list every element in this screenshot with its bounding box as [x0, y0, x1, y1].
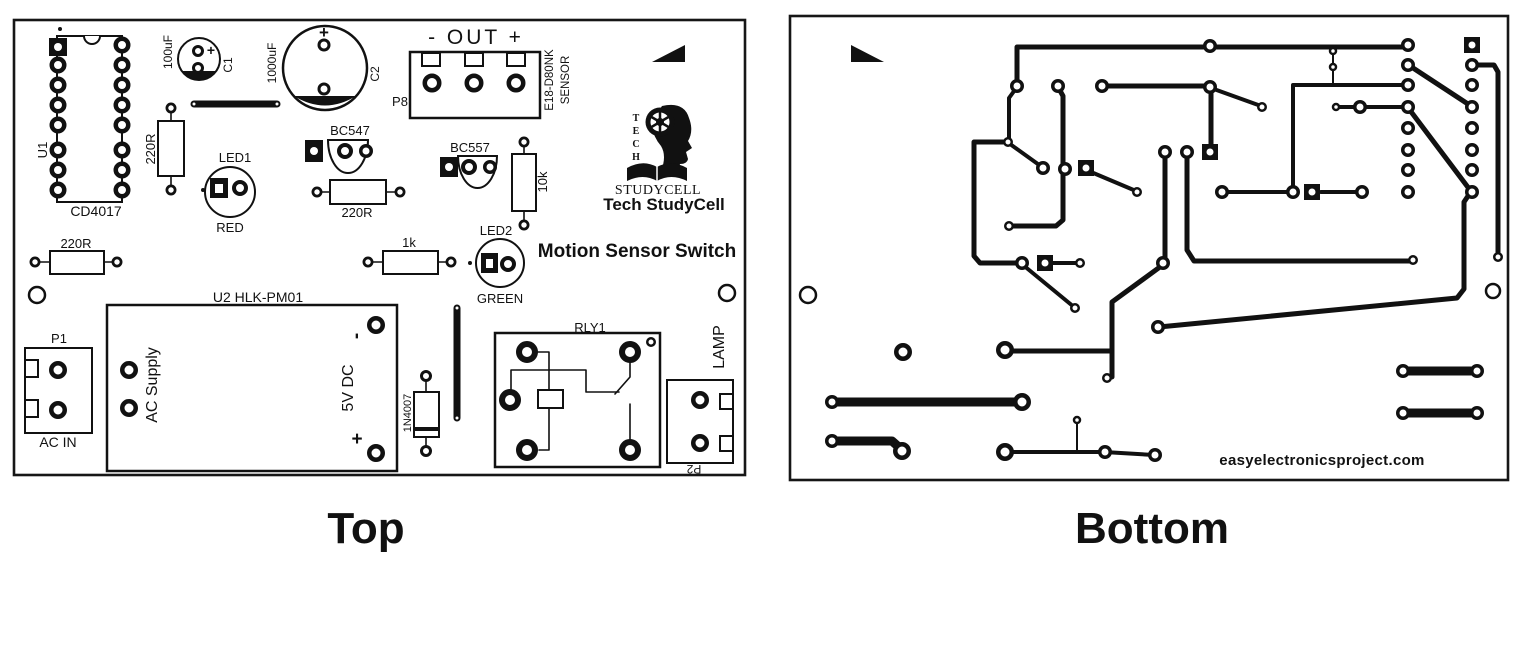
q2-part: BC557: [450, 140, 490, 155]
caption-top: Top: [327, 504, 404, 553]
transistor-bc547: BC547: [305, 123, 373, 174]
caption-bottom: Bottom: [1075, 504, 1229, 553]
diode-1n4007: 1N4007: [402, 370, 440, 457]
u2-input-label: AC Supply: [144, 347, 161, 423]
u2-minus-mark: -: [346, 333, 367, 339]
led1-color: RED: [216, 220, 243, 235]
logo-letter-e: E: [633, 126, 640, 137]
u1-part-label: CD4017: [70, 203, 122, 219]
led2-color: GREEN: [477, 291, 523, 306]
mount-hole-right: [717, 283, 737, 303]
logo-letter-h: H: [632, 152, 640, 163]
led1: LED1 RED: [201, 150, 256, 235]
u2-refdes: U2 HLK-PM01: [213, 289, 303, 305]
mount-hole-right: [1484, 282, 1502, 300]
c1-refdes: C1: [221, 57, 235, 73]
mount-hole-left: [27, 285, 47, 305]
bottom-board: easyelectronicsproject.com: [788, 14, 1510, 482]
led1-refdes: LED1: [219, 150, 252, 165]
capacitor-c1: + 100uF C1: [161, 35, 235, 81]
lamp-label: LAMP: [711, 325, 728, 369]
r220v-value: 220R: [143, 133, 158, 164]
p8-refdes: P8: [392, 94, 408, 109]
transistor-bc557: BC557: [440, 140, 499, 189]
top-board: U1 CD4017 + 100uF C1 + 1000uF C2: [12, 18, 747, 477]
p8-polarity-header: - OUT +: [428, 26, 524, 49]
resistor-220r-mid: 220R: [311, 179, 406, 220]
c1-value: 100uF: [161, 35, 175, 69]
solder-pads: [825, 37, 1503, 462]
logo-letter-t: T: [633, 113, 640, 124]
r220mid-value: 220R: [341, 205, 372, 220]
resistor-220r-vertical: 220R: [143, 102, 185, 196]
mount-hole-left: [798, 285, 818, 305]
square-pad: [1304, 184, 1320, 200]
c2-refdes: C2: [368, 66, 382, 82]
q1-part: BC547: [330, 123, 370, 138]
r220left-value: 220R: [60, 236, 91, 251]
led2-refdes: LED2: [480, 223, 513, 238]
square-pad: [1037, 255, 1053, 271]
vertical-trace: [453, 304, 461, 422]
u2-output-label: 5V DC: [340, 364, 357, 411]
orientation-arrow-icon: [652, 45, 685, 62]
square-pad: [1464, 37, 1480, 53]
tech-studycell-logo-icon: T E C H STUDYCELL: [615, 104, 701, 198]
copper-traces: [828, 44, 1501, 457]
square-pad: [1078, 160, 1094, 176]
board-title: Motion Sensor Switch: [538, 241, 736, 262]
sensor-label-line2: SENSOR: [560, 56, 572, 105]
p1-label: AC IN: [39, 434, 76, 450]
relay-rly1: RLY1: [493, 320, 662, 469]
resistor-1k: 1k: [362, 235, 457, 275]
connector-p1: P1 AC IN: [24, 331, 93, 450]
d1-part: 1N4007: [402, 394, 414, 433]
u2-plus-mark: +: [351, 429, 362, 450]
r1k-value: 1k: [402, 235, 416, 250]
logo-wordmark: STUDYCELL: [615, 183, 701, 198]
watermark-url: easyelectronicsproject.com: [1219, 452, 1424, 469]
brand-name: Tech StudyCell: [603, 195, 725, 214]
resistor-220r-left: 220R: [29, 236, 123, 275]
p1-refdes: P1: [51, 331, 67, 346]
led2: LED2 GREEN: [468, 223, 525, 306]
ic-u1-cd4017: U1 CD4017: [35, 27, 131, 219]
sensor-label-line1: E18-D80NK: [544, 49, 556, 111]
square-pad: [1202, 144, 1218, 160]
r10k-value: 10k: [535, 171, 550, 192]
orientation-arrow-mirrored-icon: [851, 45, 884, 62]
c2-value: 1000uF: [265, 43, 279, 84]
jumper-trace: [190, 100, 281, 108]
resistor-10k: 10k: [511, 136, 550, 231]
c1-plus-mark: +: [207, 42, 215, 58]
relay-refdes: RLY1: [574, 320, 606, 335]
module-u2-hlkpm01: U2 HLK-PM01 AC Supply 5V DC - +: [105, 289, 399, 473]
c2-plus-mark: +: [319, 23, 329, 42]
u1-refdes: U1: [35, 142, 50, 159]
connector-p2: LAMP P2: [666, 325, 734, 476]
p2-refdes: P2: [686, 462, 701, 476]
ic-pin1-pad: [49, 38, 67, 56]
capacitor-c2: + 1000uF C2: [265, 23, 382, 112]
connector-p8: P8 - OUT + E18-D80NK SENSOR: [392, 26, 572, 120]
logo-letter-c: C: [632, 139, 639, 150]
